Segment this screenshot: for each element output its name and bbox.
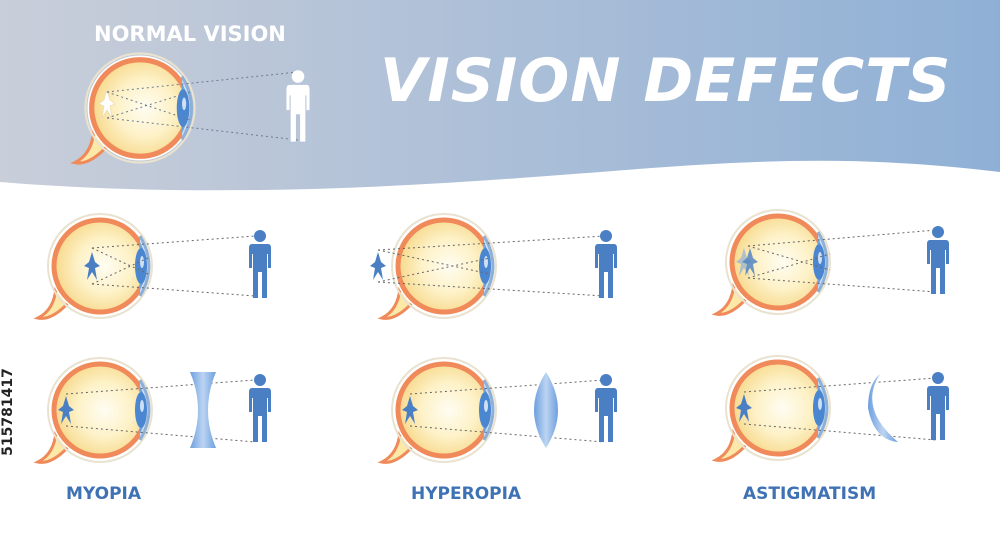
astigmatism-corrected xyxy=(716,356,949,460)
human-figure-icon xyxy=(595,230,617,298)
astigmatism-uncorrected xyxy=(716,210,949,314)
myopia-label: MYOPIA xyxy=(66,484,142,504)
hyperopia-label: HYPEROPIA xyxy=(411,484,522,504)
astigmatism-label: ASTIGMATISM xyxy=(743,484,877,504)
human-figure-icon xyxy=(927,226,949,294)
human-figure-icon xyxy=(927,372,949,440)
page-title: VISION DEFECTS xyxy=(380,46,952,116)
normal-vision-label: NORMAL VISION xyxy=(94,22,286,46)
concave-lens-icon xyxy=(190,372,216,448)
convex-lens-icon xyxy=(534,372,558,448)
myopia-uncorrected xyxy=(38,214,271,318)
hyperopia-uncorrected xyxy=(370,214,617,318)
human-figure-icon xyxy=(249,230,271,298)
myopia-corrected xyxy=(38,358,271,462)
header-band xyxy=(0,0,1000,191)
stock-id: 515781417 xyxy=(0,368,16,456)
meniscus-lens-icon xyxy=(868,374,898,442)
hyperopia-corrected xyxy=(382,358,617,462)
human-figure-icon xyxy=(595,374,617,442)
human-figure-icon xyxy=(249,374,271,442)
normal-vision-diagram xyxy=(75,53,310,163)
